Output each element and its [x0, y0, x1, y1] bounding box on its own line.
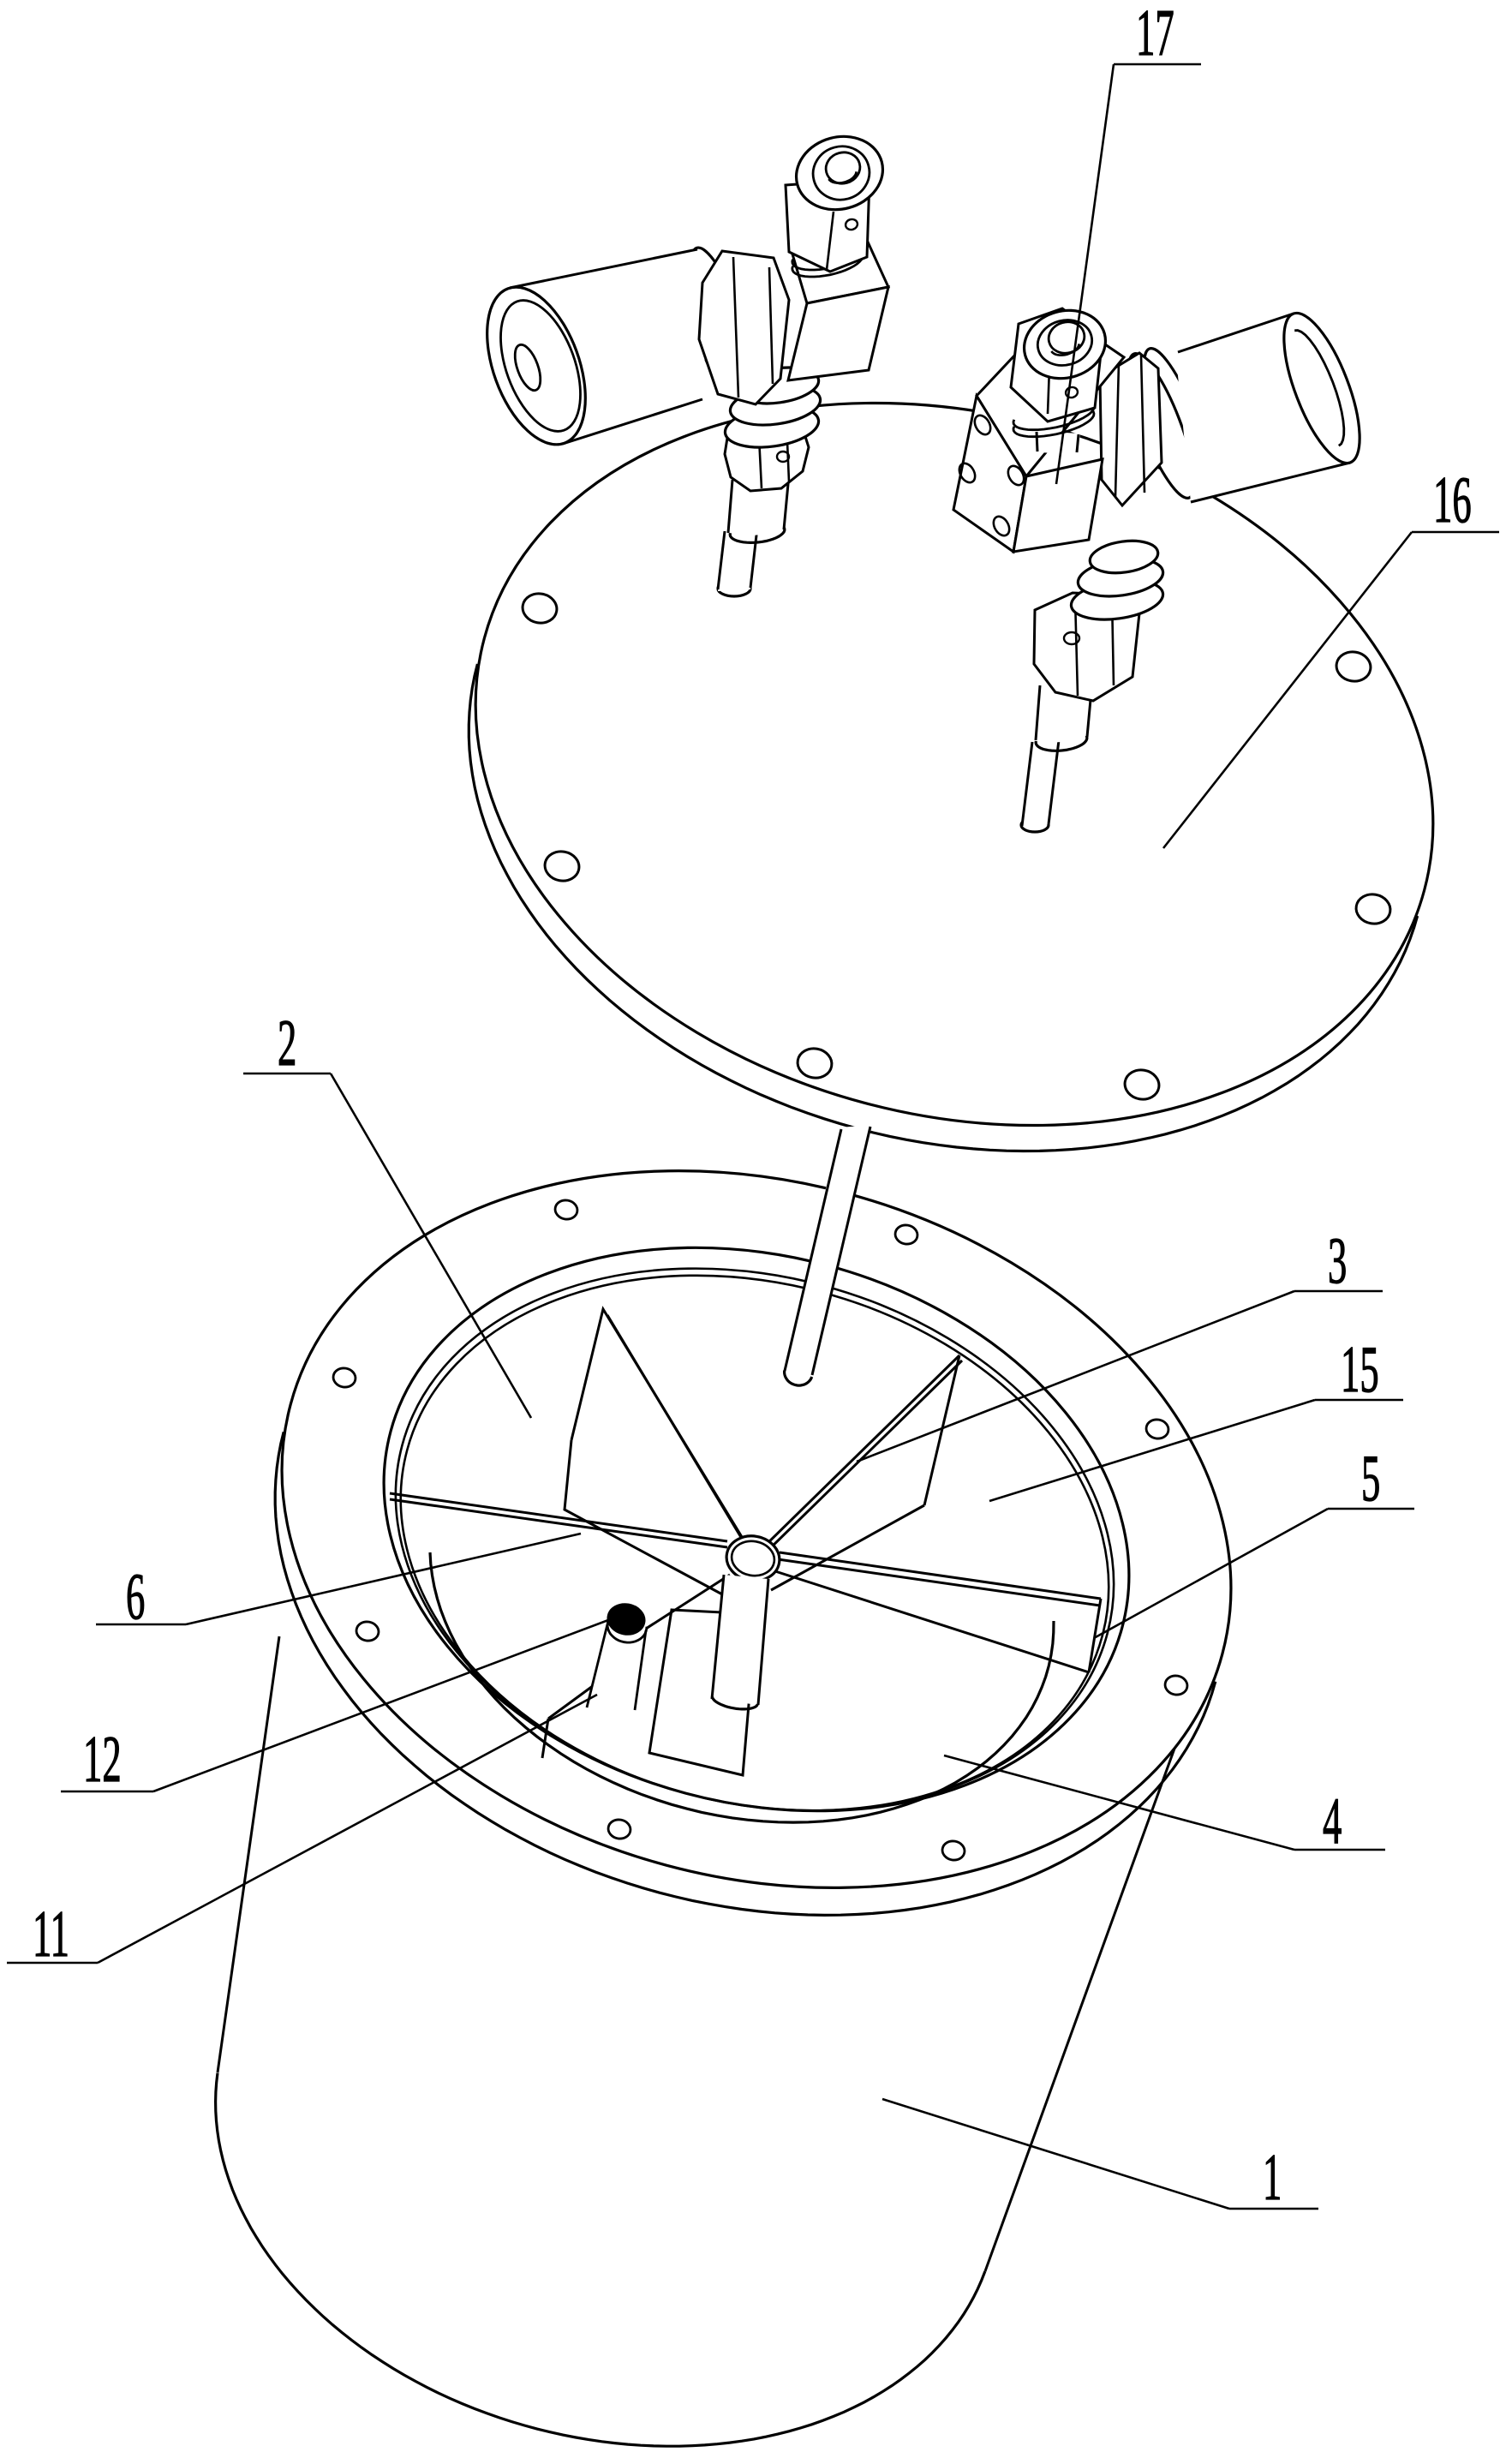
svg-text:2: 2 — [278, 1006, 296, 1079]
svg-text:16: 16 — [1433, 463, 1472, 536]
svg-text:12: 12 — [83, 1722, 122, 1796]
svg-text:6: 6 — [126, 1559, 145, 1633]
svg-text:4: 4 — [1323, 1784, 1342, 1857]
svg-text:1: 1 — [1263, 2140, 1282, 2214]
svg-text:15: 15 — [1341, 1332, 1379, 1406]
svg-text:3: 3 — [1328, 1223, 1347, 1297]
svg-text:5: 5 — [1361, 1441, 1380, 1515]
svg-text:11: 11 — [33, 1897, 69, 1971]
svg-text:17: 17 — [1136, 0, 1174, 69]
